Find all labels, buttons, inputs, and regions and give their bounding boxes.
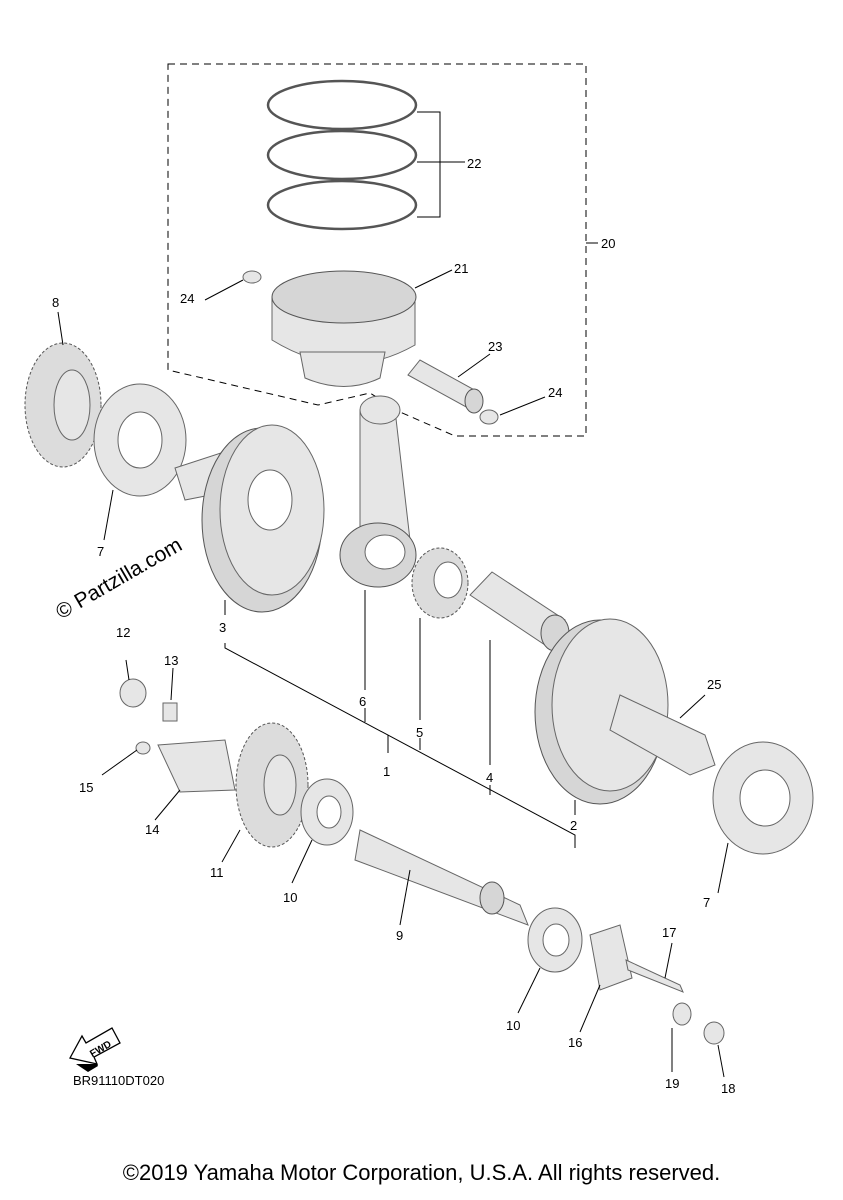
balancer-weight-14 [157, 739, 236, 793]
callout-15: 15 [79, 780, 93, 795]
callout-4: 4 [486, 770, 493, 785]
balancer-shaft [354, 829, 529, 926]
callout-13: 13 [164, 653, 178, 668]
balancer-weight-16 [589, 924, 633, 991]
callout-22: 22 [467, 156, 481, 171]
fwd-arrow-icon: FWD [69, 1027, 121, 1072]
callout-7-left: 7 [97, 544, 104, 559]
piston-clip-left [242, 270, 262, 284]
piston-pin [407, 359, 484, 414]
callout-1: 1 [383, 764, 390, 779]
callout-23: 23 [488, 339, 502, 354]
callouts: 1 2 3 4 5 6 7 7 8 9 10 10 11 12 13 14 15… [52, 156, 735, 1096]
callout-7-right: 7 [703, 895, 710, 910]
diagram-code: BR91110DT020 [73, 1073, 165, 1088]
crank-pin [469, 571, 570, 652]
callout-16: 16 [568, 1035, 582, 1050]
washer-19 [672, 1002, 692, 1026]
connecting-rod [339, 395, 417, 588]
callout-20: 20 [601, 236, 615, 251]
bearing-10-lower [527, 907, 583, 973]
callout-24-left: 24 [180, 291, 194, 306]
crank-left [201, 424, 325, 613]
balancer-gear [24, 342, 102, 468]
callout-17: 17 [662, 925, 676, 940]
piston-assembly-box [167, 63, 587, 437]
callout-10-upper: 10 [283, 890, 297, 905]
callout-8: 8 [52, 295, 59, 310]
piston [271, 270, 417, 387]
callout-18: 18 [721, 1081, 735, 1096]
callout-14: 14 [145, 822, 159, 837]
callout-11: 11 [210, 865, 224, 880]
crank-right [534, 618, 716, 805]
nut-18 [703, 1021, 725, 1045]
callout-24-right: 24 [548, 385, 562, 400]
piston-clip-right [479, 409, 499, 425]
callout-2: 2 [570, 818, 577, 833]
piston-rings [266, 79, 418, 231]
balancer-drive-gear [235, 722, 309, 848]
callout-12: 12 [116, 625, 130, 640]
callout-9: 9 [396, 928, 403, 943]
callout-6: 6 [359, 694, 366, 709]
copyright-notice: ©2019 Yamaha Motor Corporation, U.S.A. A… [122, 1160, 721, 1185]
callout-5: 5 [416, 725, 423, 740]
callout-21: 21 [454, 261, 468, 276]
callout-3: 3 [219, 620, 226, 635]
callout-19: 19 [665, 1076, 679, 1091]
leader-lines [57, 111, 729, 1078]
bearing-right [712, 741, 814, 855]
needle-bearing [411, 547, 469, 619]
pin-15 [135, 741, 151, 755]
callout-10-lower: 10 [506, 1018, 520, 1033]
key-17 [625, 959, 684, 993]
nut-12 [119, 678, 147, 708]
key-13 [162, 702, 178, 722]
bearing-left [93, 383, 187, 497]
callout-25: 25 [707, 677, 721, 692]
bearing-10-upper [300, 778, 354, 846]
